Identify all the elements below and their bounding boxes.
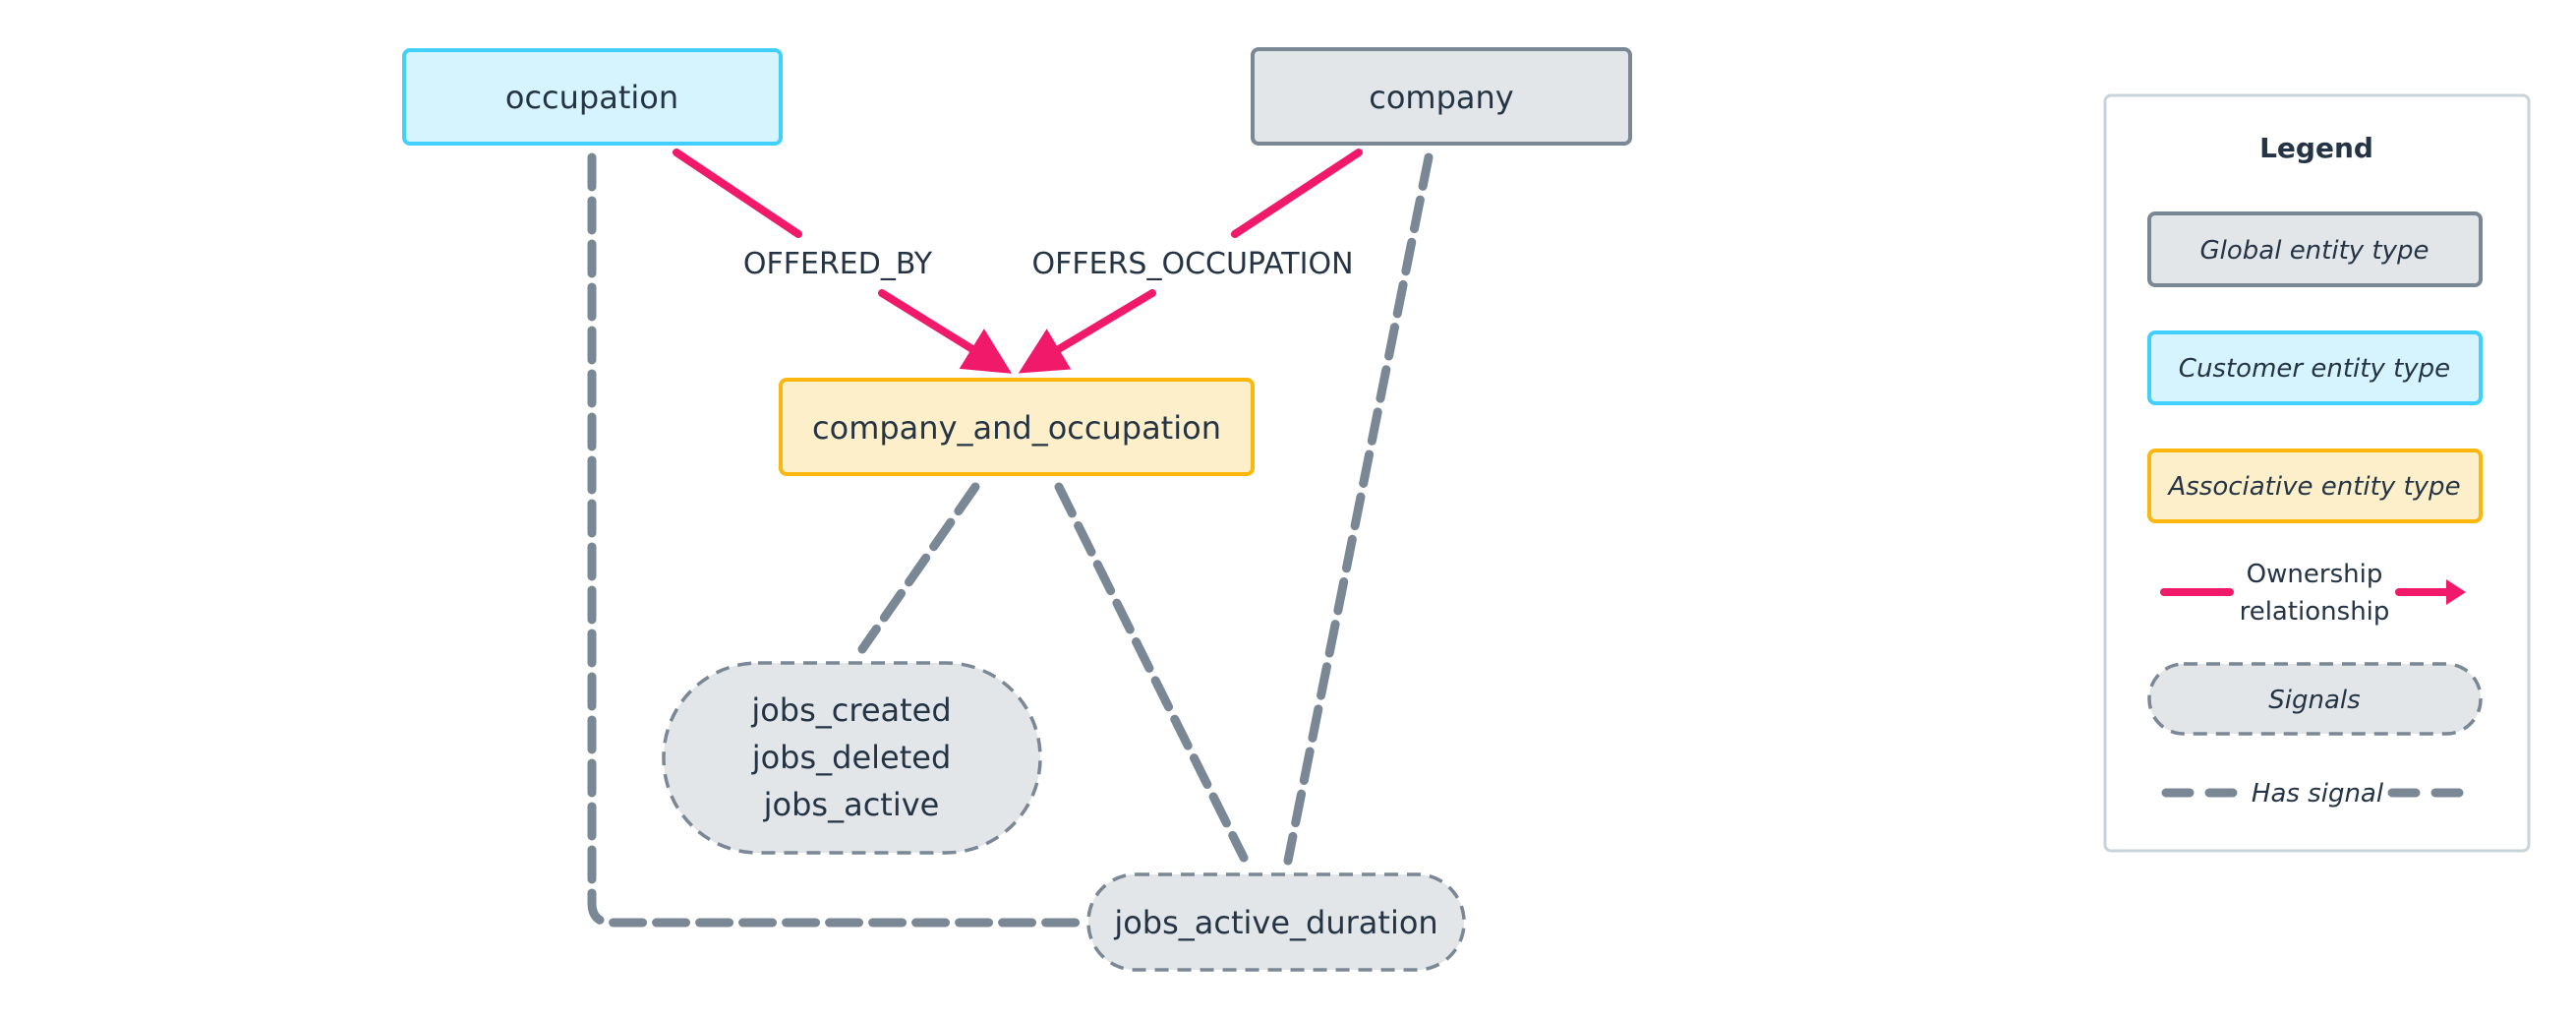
- has-signal-edges: [587, 152, 1434, 928]
- legend-customer-label: Customer entity type: [2179, 354, 2450, 384]
- node-company[interactable]: company: [1251, 47, 1632, 146]
- node-company-and-occupation-label: company_and_occupation: [812, 409, 1221, 447]
- node-company-label: company: [1369, 79, 1513, 116]
- legend-associative-label: Associative entity type: [2166, 472, 2460, 502]
- legend: Legend Global entity type Customer entit…: [2103, 93, 2531, 853]
- ownership-edge-offers-occupation-lower: [1018, 289, 1156, 374]
- legend-item-associative: Associative entity type: [2147, 449, 2483, 523]
- legend-ownership-label-line2: relationship: [2240, 597, 2390, 627]
- legend-item-ownership: Ownership relationship: [2160, 560, 2466, 627]
- legend-signals-label: Signals: [2268, 686, 2360, 715]
- edge-label-offered-by: OFFERED_BY: [743, 247, 933, 281]
- has-signal-edge-assoc-to-jobs-group: [857, 482, 980, 654]
- has-signal-edge-company-to-duration: [1283, 152, 1434, 866]
- edge-label-offers-occupation: OFFERS_OCCUPATION: [1031, 247, 1353, 281]
- node-company-and-occupation[interactable]: company_and_occupation: [779, 378, 1255, 476]
- signal-jobs-active-duration: jobs_active_duration: [1113, 904, 1437, 941]
- legend-ownership-arrowhead-icon: [2446, 579, 2466, 605]
- legend-global-label: Global entity type: [2199, 236, 2429, 266]
- ownership-edge-offers-occupation-upper: [1231, 149, 1363, 238]
- signal-jobs-created: jobs_created: [750, 691, 951, 729]
- legend-item-signals: Signals: [2147, 662, 2483, 736]
- signal-group-jobs[interactable]: jobs_created jobs_deleted jobs_active: [662, 661, 1042, 855]
- node-occupation[interactable]: occupation: [402, 48, 783, 146]
- legend-item-has-signal: Has signal: [2161, 779, 2476, 809]
- legend-has-signal-label: Has signal: [2252, 779, 2384, 809]
- signal-jobs-deleted: jobs_deleted: [751, 739, 952, 776]
- ownership-edges: OFFERED_BY OFFERS_OCCUPATION: [673, 149, 1363, 374]
- ownership-edge-offered-by-upper: [673, 149, 802, 238]
- has-signal-edge-occupation-to-duration: [587, 152, 1091, 928]
- legend-item-customer: Customer entity type: [2147, 330, 2483, 405]
- node-occupation-label: occupation: [505, 79, 678, 116]
- has-signal-edge-assoc-to-duration: [1054, 482, 1249, 863]
- signal-group-duration[interactable]: jobs_active_duration: [1086, 872, 1466, 972]
- signal-jobs-active: jobs_active: [763, 786, 940, 823]
- legend-ownership-label-line1: Ownership: [2247, 560, 2383, 589]
- ownership-edge-offered-by-lower: [878, 289, 1013, 374]
- legend-item-global: Global entity type: [2147, 211, 2483, 287]
- legend-title: Legend: [2259, 132, 2373, 164]
